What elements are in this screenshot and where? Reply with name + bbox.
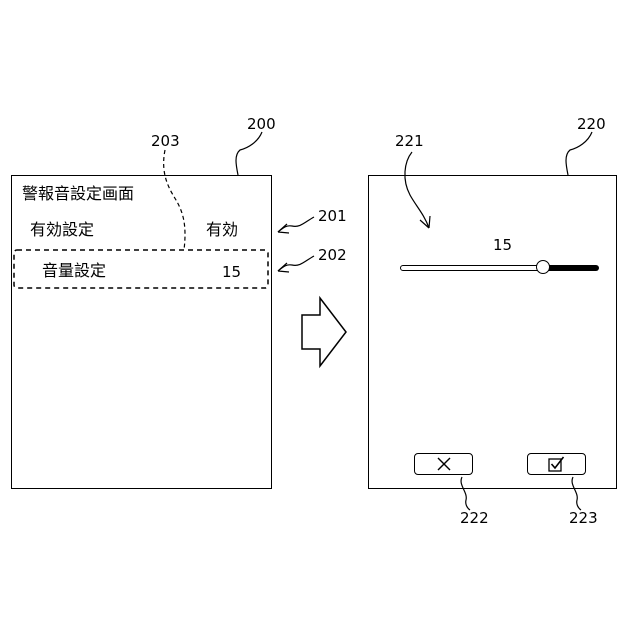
screen-left-leader-line bbox=[236, 132, 262, 175]
label-item-enable: 201 bbox=[318, 208, 347, 224]
item-volume-arrow bbox=[278, 256, 314, 271]
label-screen-right: 220 bbox=[577, 116, 606, 132]
selection-frame bbox=[14, 250, 268, 288]
label-selection: 203 bbox=[151, 133, 180, 149]
confirm-leader-line bbox=[572, 477, 581, 510]
label-screen-left: 200 bbox=[247, 116, 276, 132]
item-enable-arrow bbox=[278, 217, 314, 232]
label-item-volume: 202 bbox=[318, 247, 347, 263]
label-cancel: 222 bbox=[460, 510, 489, 526]
selection-leader-line bbox=[164, 150, 185, 250]
cancel-leader-line bbox=[461, 477, 470, 510]
transition-arrow-icon bbox=[302, 298, 346, 366]
screen-right-leader-line bbox=[566, 132, 592, 175]
label-confirm: 223 bbox=[569, 510, 598, 526]
label-slider: 221 bbox=[395, 133, 424, 149]
slider-arrow bbox=[405, 152, 429, 228]
